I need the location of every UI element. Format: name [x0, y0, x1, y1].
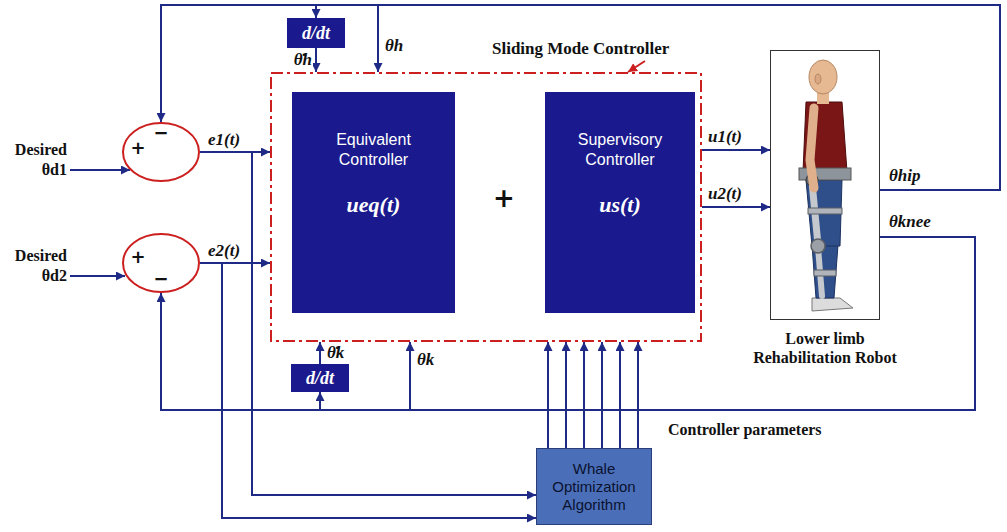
signal-arrow [702, 206, 770, 208]
signal-arrow [565, 342, 567, 448]
node-text: d/dt [306, 368, 334, 388]
annotation-label: Controller parameters [668, 420, 822, 440]
derivative-block: d/dt [291, 364, 349, 392]
signal-arrow [702, 149, 770, 151]
signal-arrow [601, 342, 603, 448]
pointer-arrow [628, 61, 645, 72]
controller-block: Equivalent Controller ueq(t) [292, 92, 455, 313]
junction-circle [123, 234, 199, 292]
node-text: d/dt [302, 23, 330, 43]
exo-cuff [808, 208, 842, 214]
signal-symbol: ueq(t) [347, 192, 401, 218]
node-heading: Lower limb Rehabilitation Robot [735, 329, 915, 367]
sum-sign: + [130, 138, 146, 158]
controller-block: Supervisory Controller us(t) [545, 92, 695, 313]
patient-ear [815, 74, 821, 84]
signal-arrow [637, 342, 639, 448]
input-arrow [70, 169, 130, 171]
signal-arrow [315, 48, 317, 72]
signal-arrow [200, 152, 536, 495]
signal-label: e1(t) [207, 130, 241, 150]
patient-figure [799, 60, 853, 311]
exo-cuff [814, 270, 836, 276]
input-label: Desired θd2 [3, 246, 67, 286]
input-label: Desired θd1 [3, 140, 67, 180]
input-arrow [70, 275, 125, 277]
optimizer-block: Whale Optimization Algorithm [536, 448, 652, 525]
controller-boundary: Equivalent Controller ueq(t) Supervisory C… [270, 72, 702, 342]
summing-junction: −+ [122, 122, 200, 182]
sum-sign: − [153, 269, 169, 289]
signal-label: u2(t) [707, 184, 743, 204]
dashed-boundary [271, 73, 701, 341]
derivative-block: d/dt [287, 18, 345, 48]
node-text: Whale Optimization Algorithm [543, 460, 645, 514]
node-text: Equivalent Controller [311, 130, 436, 170]
signal-symbol: us(t) [599, 192, 641, 218]
signal-label: θk [416, 350, 435, 370]
signal-arrow [547, 342, 549, 448]
summing-junction: +− [122, 233, 200, 293]
robot-box: Lower limb Rehabilitation Robot [770, 50, 880, 320]
node-text: Supervisory Controller [558, 130, 683, 170]
signal-label: θh [384, 36, 404, 56]
sum-sign: − [153, 123, 169, 143]
robot-foot [812, 298, 853, 311]
node-heading: Sliding Mode Controller [492, 39, 669, 59]
signal-arrow [619, 342, 621, 448]
junction-circle [123, 123, 199, 181]
sum-sign: + [486, 184, 522, 212]
signal-label: θ̇k [326, 343, 345, 363]
patient-arm [810, 108, 814, 188]
signal-label: θhip [888, 166, 922, 186]
signal-arrow [319, 342, 321, 364]
signal-arrow [583, 342, 585, 448]
signal-label: θknee [888, 212, 932, 232]
signal-label: e2(t) [207, 241, 241, 261]
sum-sign: + [130, 247, 146, 267]
signal-label: u1(t) [707, 127, 743, 147]
exo-knee-joint [811, 239, 825, 253]
signal-label: θ̇h [280, 50, 313, 70]
patient-head [809, 60, 837, 94]
